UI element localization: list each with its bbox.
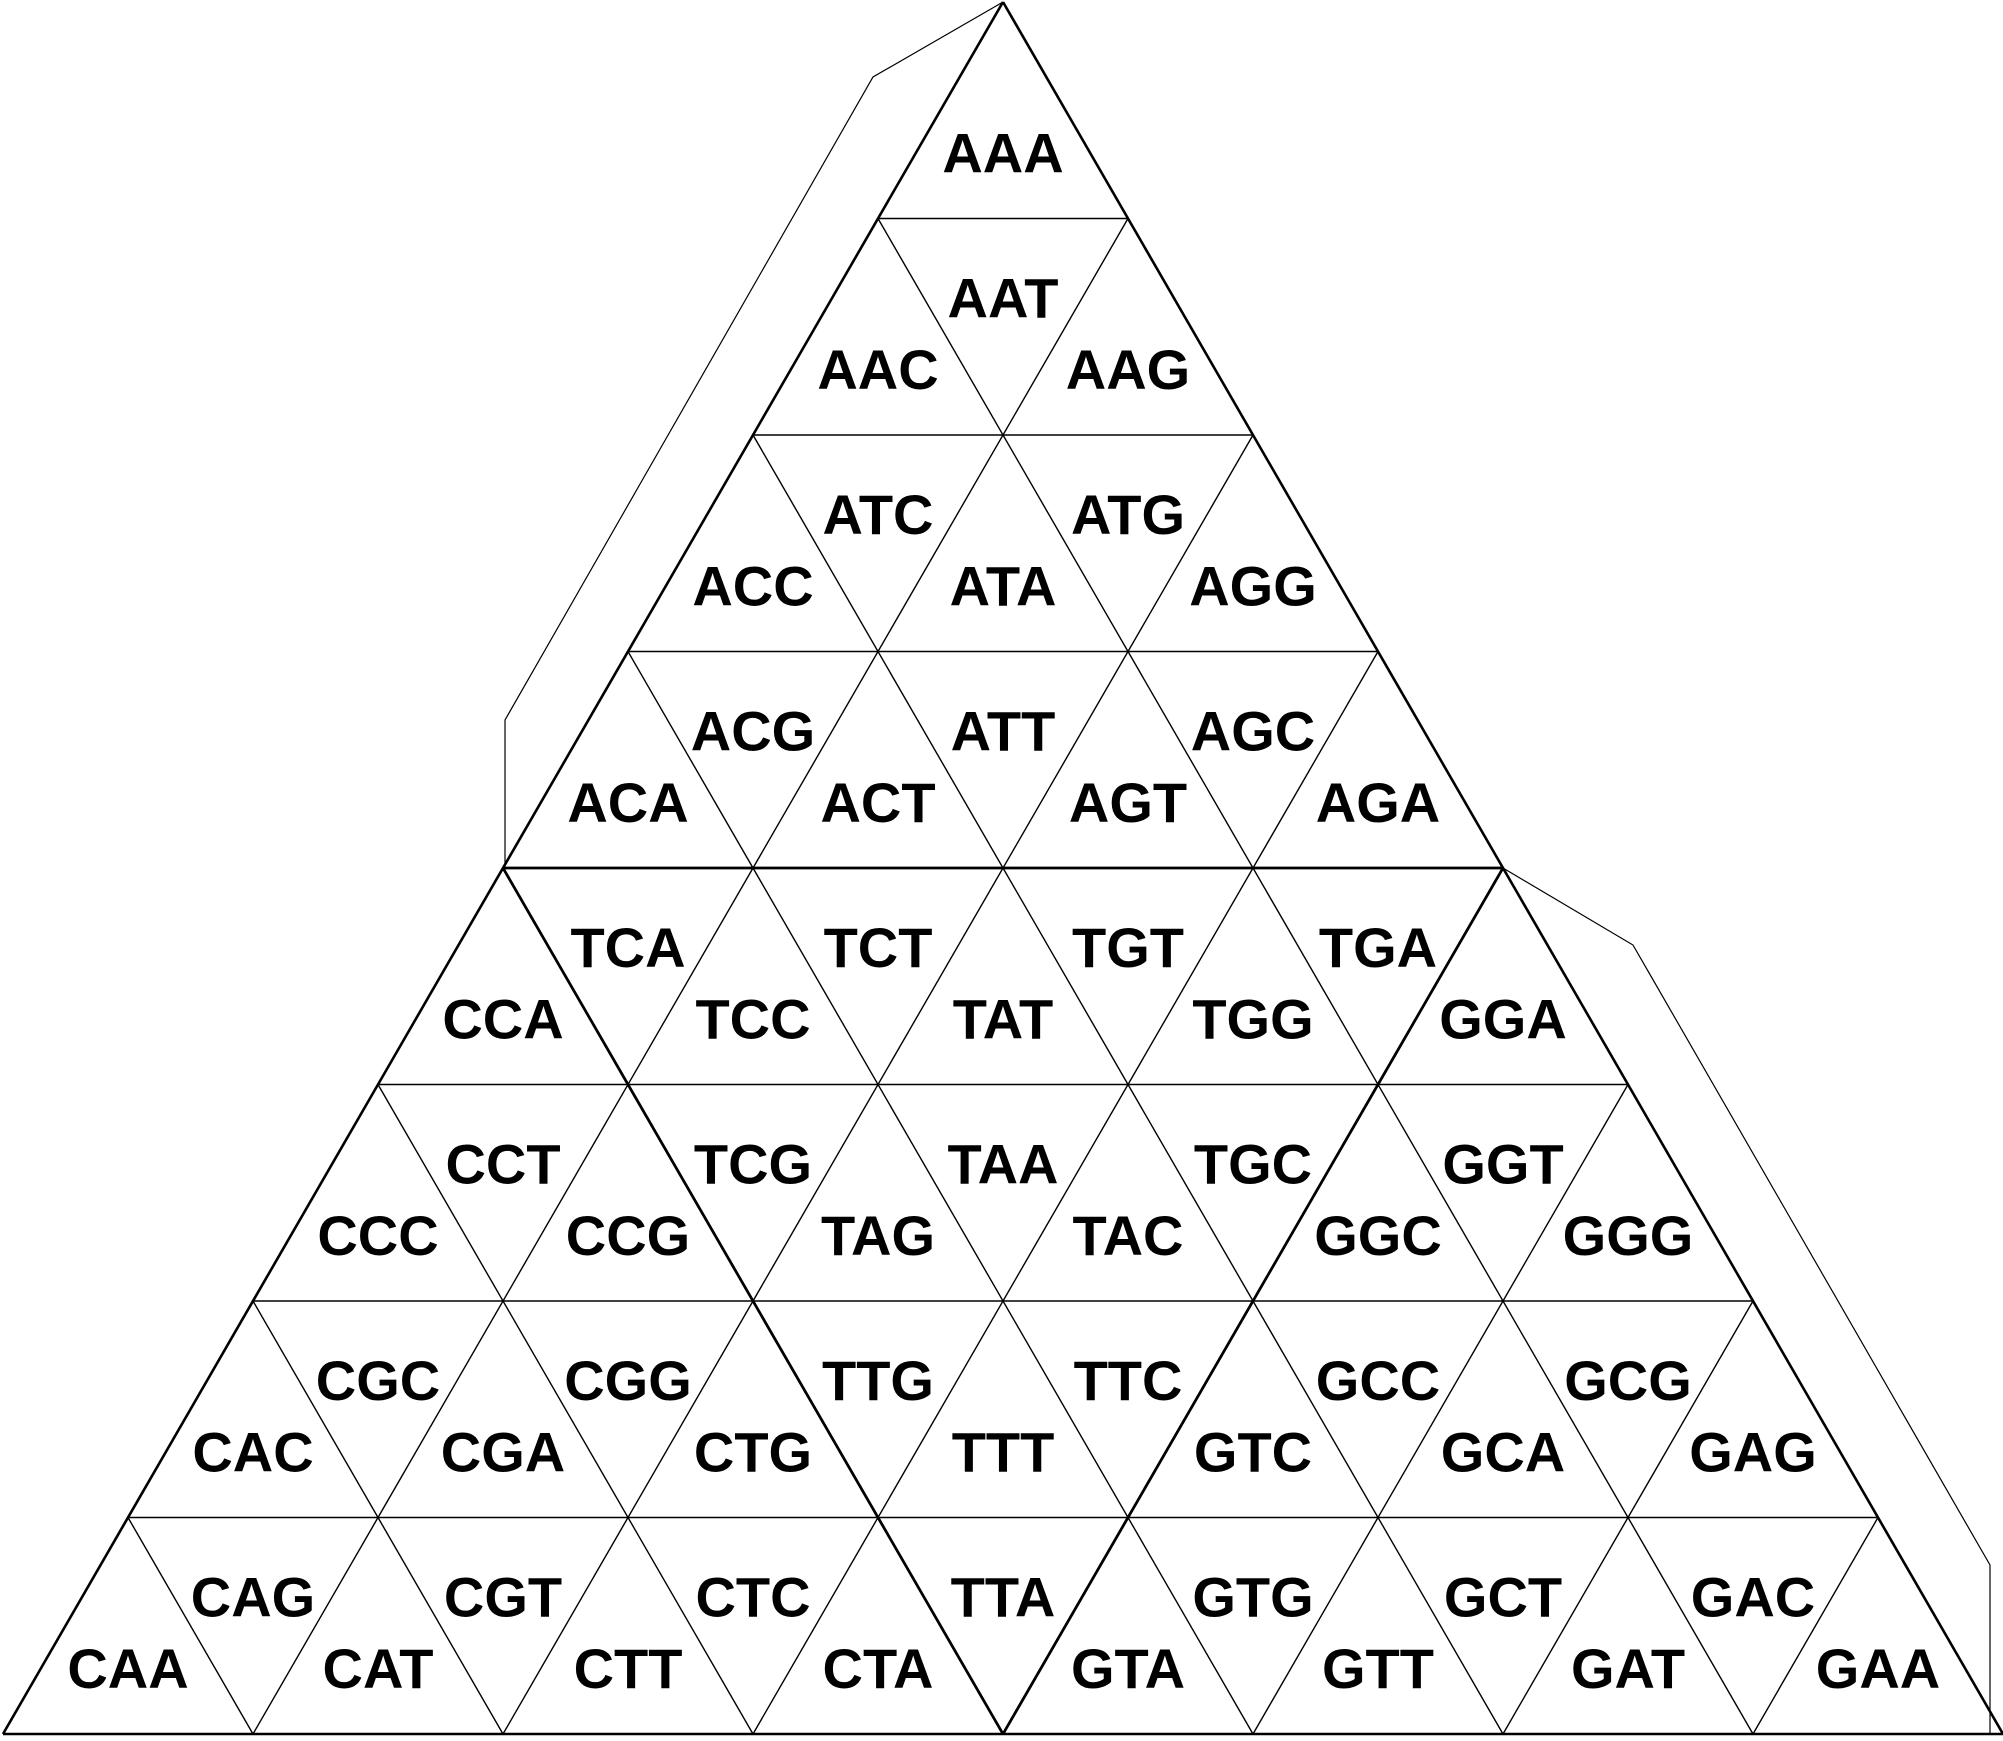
codon-label: AAG [1066, 338, 1190, 401]
codon-label: TTT [952, 1421, 1055, 1484]
codon-label: TAT [953, 988, 1054, 1051]
codon-label: ATG [1071, 483, 1185, 546]
codon-label: GGG [1563, 1204, 1694, 1267]
codon-label: CAA [67, 1637, 188, 1700]
grid-line [1502, 1300, 1754, 1735]
codon-label: TCC [695, 988, 810, 1051]
codon-label: TCG [694, 1133, 812, 1196]
codon-label: GGT [1442, 1133, 1563, 1196]
codon-label: TGT [1072, 916, 1184, 979]
grid-line [252, 218, 1129, 1735]
codon-label: GAG [1689, 1421, 1817, 1484]
block-boundary [1001, 867, 1505, 1735]
codon-label: CGT [444, 1566, 562, 1629]
grid-line [1752, 1517, 1879, 1735]
codon-label: GAT [1571, 1637, 1685, 1700]
codon-label: TCA [570, 916, 685, 979]
codon-label: TTC [1074, 1349, 1183, 1412]
codon-label: CTT [574, 1637, 683, 1700]
codon-label: TCT [824, 916, 933, 979]
codon-label: GGA [1439, 988, 1567, 1051]
codon-label: TGC [1194, 1133, 1312, 1196]
codon-label: GCT [1444, 1566, 1562, 1629]
codon-label: TAG [821, 1204, 935, 1267]
codon-label: AAT [948, 267, 1059, 330]
grid-lines [127, 217, 1879, 1735]
codon-label: GAA [1816, 1637, 1940, 1700]
codon-label: CCG [566, 1204, 690, 1267]
codon-label: AGT [1069, 771, 1187, 834]
grid-line [127, 1517, 254, 1735]
codon-label: CCC [317, 1204, 438, 1267]
codon-label: TAC [1073, 1204, 1184, 1267]
grid-line [1252, 1084, 1629, 1735]
codon-label: ATC [823, 483, 934, 546]
grid-line [752, 651, 1379, 1735]
codon-label: GCG [1564, 1349, 1692, 1412]
codon-labels: AAAAACAATAAGACCATCATAATGAGGACAACGACTATTA… [67, 122, 1940, 1701]
codon-label: TTA [951, 1566, 1056, 1629]
codon-label: AGC [1191, 700, 1315, 763]
grid-line [627, 651, 1254, 1735]
codon-label: GTG [1192, 1566, 1313, 1629]
codon-label: TTG [822, 1349, 934, 1412]
codon-label: AAC [817, 338, 938, 401]
codon-label: CGC [316, 1349, 440, 1412]
codon-label: CGG [564, 1349, 692, 1412]
codon-label: ACT [820, 771, 935, 834]
codon-label: AGA [1316, 771, 1440, 834]
codon-label: CCT [445, 1133, 560, 1196]
glue-flap-right [1502, 867, 1991, 1734]
codon-label: TAA [948, 1133, 1059, 1196]
grid-line [502, 434, 1254, 1735]
codon-label: GAC [1691, 1566, 1815, 1629]
codon-label: GCC [1316, 1349, 1440, 1412]
codon-label: CTG [694, 1421, 812, 1484]
grid-line [377, 1084, 754, 1735]
codon-label: ACC [692, 555, 813, 618]
codon-label: TGA [1319, 916, 1437, 979]
grid-line [877, 218, 1754, 1735]
codon-label: CGA [441, 1421, 565, 1484]
codon-label: CTC [695, 1566, 810, 1629]
codon-label: AGG [1189, 555, 1317, 618]
codon-label: GTC [1194, 1421, 1312, 1484]
codon-label: AAA [942, 122, 1063, 185]
codon-label: GTT [1322, 1637, 1434, 1700]
codon-label: GCA [1441, 1421, 1565, 1484]
codon-label: ATA [950, 555, 1057, 618]
codon-label: ACA [567, 771, 688, 834]
codon-label: CAC [192, 1421, 313, 1484]
codon-label: GGC [1314, 1204, 1442, 1267]
block-boundary [501, 867, 1005, 1735]
codon-label: CTA [823, 1637, 934, 1700]
codon-label: ACG [691, 700, 815, 763]
codon-label: ATT [951, 700, 1056, 763]
codon-label: TGG [1192, 988, 1313, 1051]
codon-label: CCA [442, 988, 563, 1051]
codon-label: CAG [191, 1566, 315, 1629]
codon-label: GTA [1071, 1637, 1185, 1700]
codon-label: CAT [323, 1637, 434, 1700]
